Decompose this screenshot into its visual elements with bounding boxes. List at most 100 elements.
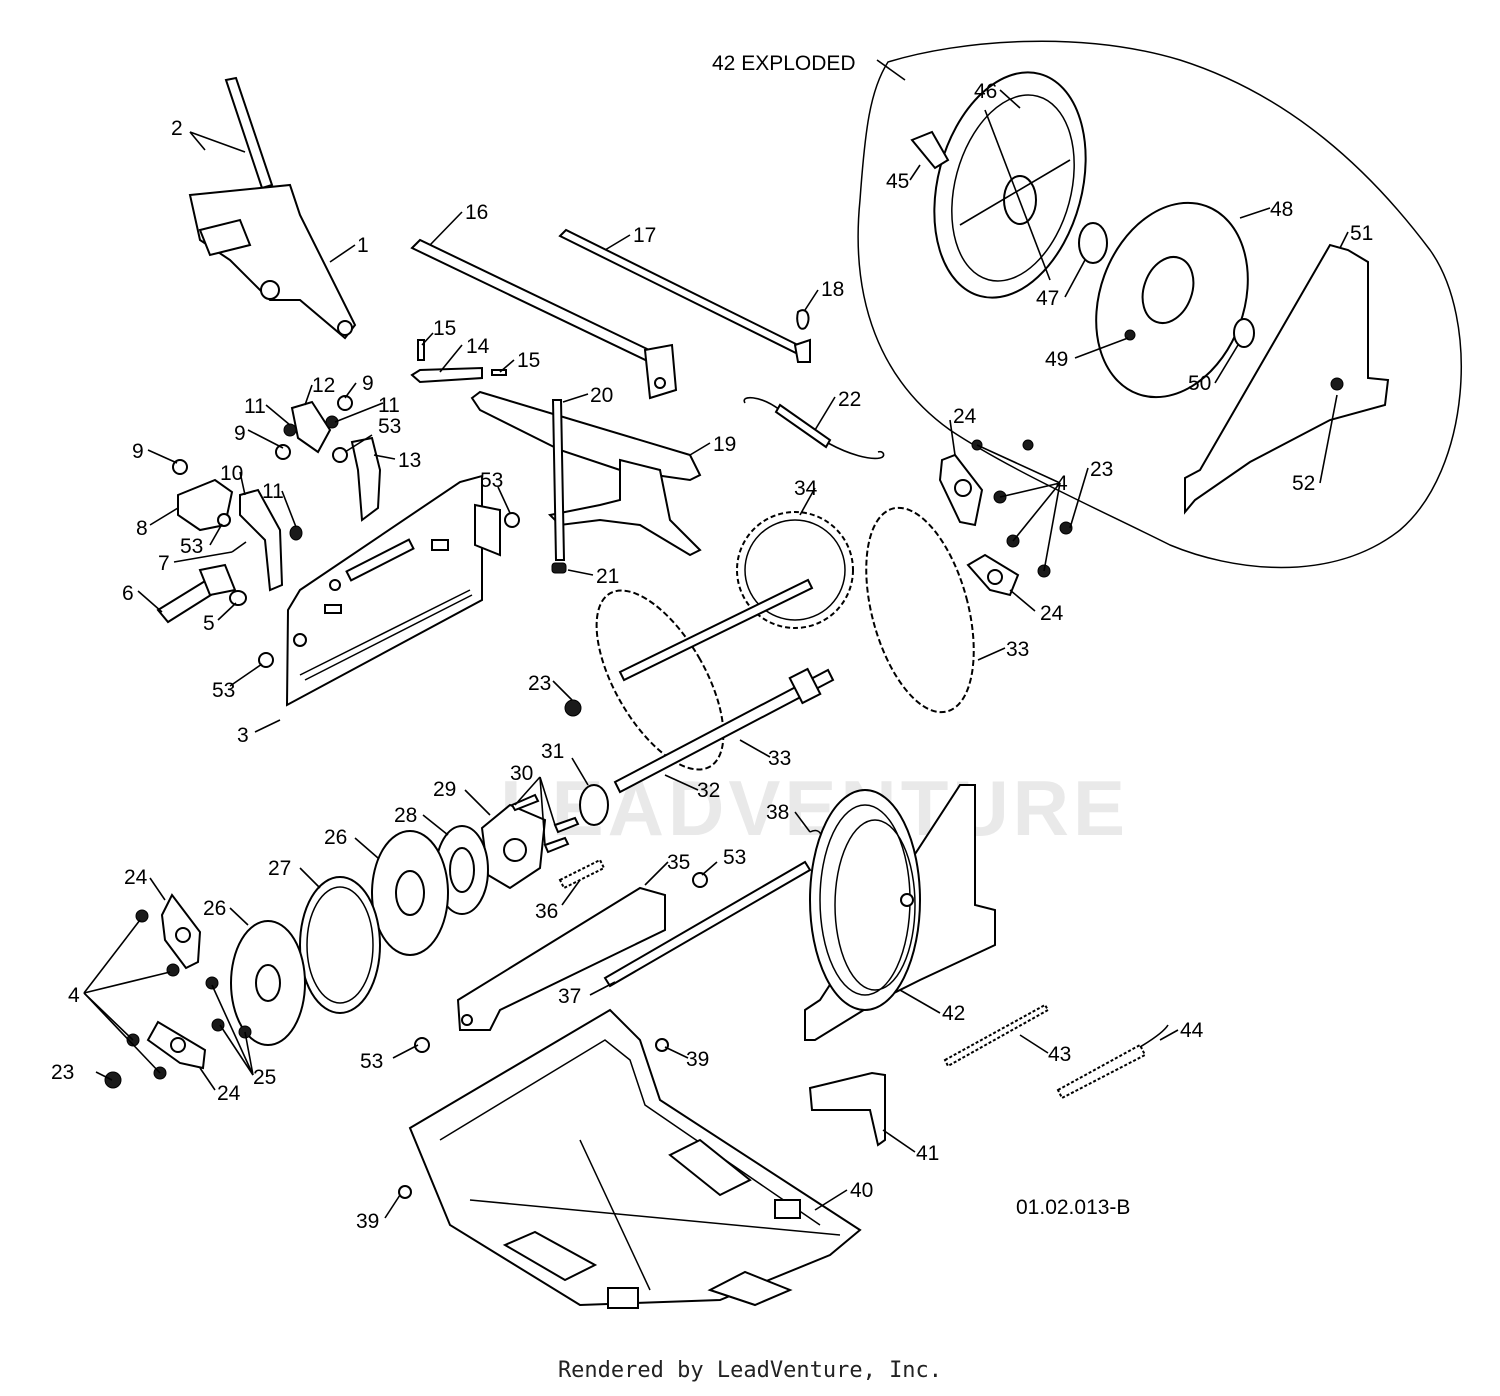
callout-53: 53	[378, 415, 401, 438]
callout-19: 19	[713, 433, 736, 456]
sprocket-34	[736, 511, 854, 629]
callout-40: 40	[850, 1179, 873, 1202]
drawing-id: 01.02.013-B	[1016, 1196, 1131, 1219]
pan-40	[408, 1008, 862, 1309]
callout-18: 18	[821, 278, 844, 301]
callout-37: 37	[558, 985, 581, 1008]
callout-14: 14	[466, 335, 490, 358]
bracket-35	[456, 886, 666, 1031]
plate-3	[285, 474, 501, 707]
callout-24: 24	[124, 866, 148, 889]
callout-24: 24	[217, 1082, 241, 1105]
clip-18	[796, 309, 810, 330]
callout-47: 47	[1036, 287, 1059, 310]
nut-11-c	[289, 525, 303, 541]
callout-38: 38	[766, 801, 789, 824]
bolt-30-b	[553, 816, 580, 834]
rod-17	[558, 228, 811, 363]
washer-5	[229, 590, 247, 606]
callout-53: 53	[723, 846, 746, 869]
ring-31	[579, 784, 609, 826]
bolt-9-b	[275, 444, 291, 460]
spring-22	[743, 396, 885, 460]
nut-52	[1330, 377, 1344, 391]
callout-7: 7	[158, 552, 170, 575]
control-bracket	[188, 76, 357, 340]
bracket-41	[808, 1071, 886, 1147]
callout-9: 9	[132, 440, 144, 463]
callout-50: 50	[1188, 372, 1211, 395]
callout-43: 43	[1048, 1043, 1071, 1066]
callout-33: 33	[1006, 638, 1029, 661]
callout-51: 51	[1350, 222, 1373, 245]
shaft-20	[551, 399, 566, 561]
bolt-53-e	[692, 872, 708, 888]
rod-37	[603, 860, 812, 988]
bracket-13	[350, 436, 382, 522]
callout-22: 22	[838, 388, 861, 411]
bolt-53-c	[504, 512, 520, 528]
callout-26: 26	[203, 897, 226, 920]
callout-9: 9	[234, 422, 246, 445]
callout-13: 13	[398, 449, 421, 472]
bearing-47	[1078, 222, 1108, 264]
callout-2: 2	[171, 117, 183, 140]
callout-28: 28	[394, 804, 417, 827]
callout-23: 23	[528, 672, 551, 695]
chain-33-right	[865, 506, 975, 714]
bushing-6	[198, 563, 237, 597]
callout-32: 32	[697, 779, 720, 802]
callout-4: 4	[1056, 472, 1068, 495]
bolt-30-c	[543, 836, 570, 854]
callout-34: 34	[794, 477, 818, 500]
callout-29: 29	[433, 778, 456, 801]
callout-24: 24	[1040, 602, 1064, 625]
callout-41: 41	[916, 1142, 939, 1165]
callout-labels: 42 EXPLODED 1 2 3 4 4 5 6 7 8 9 9 9 10 1…	[51, 52, 1373, 1233]
callout-5: 5	[203, 612, 215, 635]
nut-11-b	[325, 415, 339, 429]
callout-39: 39	[686, 1048, 709, 1071]
spring-43	[943, 1003, 1050, 1068]
bolt-53-f	[414, 1037, 430, 1053]
callout-16: 16	[465, 201, 488, 224]
callout-53: 53	[212, 679, 235, 702]
bolt-53-b	[217, 513, 231, 527]
callout-49: 49	[1045, 348, 1068, 371]
callout-11: 11	[262, 480, 284, 503]
callout-27: 27	[268, 857, 291, 880]
bolt-9-a	[337, 395, 353, 411]
callout-8: 8	[136, 517, 148, 540]
nut-23-mid	[564, 699, 582, 717]
pulley-assembly-42	[804, 784, 996, 1041]
screw-39-a	[655, 1038, 669, 1052]
callout-33: 33	[768, 747, 791, 770]
callout-53: 53	[480, 469, 503, 492]
callout-23: 23	[51, 1061, 74, 1084]
callout-21: 21	[596, 565, 619, 588]
axle-upper	[618, 578, 814, 682]
callout-4: 4	[68, 984, 80, 1007]
callout-53: 53	[180, 535, 203, 558]
callout-20: 20	[590, 384, 613, 407]
axle-32	[613, 668, 835, 794]
callout-10: 10	[220, 462, 243, 485]
callout-17: 17	[633, 224, 656, 247]
callout-15: 15	[433, 317, 456, 340]
callout-45: 45	[886, 170, 909, 193]
arm-19	[470, 390, 702, 557]
ring-27	[299, 876, 381, 1014]
callout-25: 25	[253, 1066, 276, 1089]
rod-14	[410, 366, 483, 384]
callout-53: 53	[360, 1050, 383, 1073]
callout-24: 24	[953, 405, 977, 428]
bolt-53-d	[258, 652, 274, 668]
callout-11: 11	[244, 395, 266, 418]
callout-31: 31	[541, 740, 564, 763]
chain-33-left	[595, 589, 725, 771]
callout-11: 11	[378, 394, 400, 417]
callout-9: 9	[362, 372, 374, 395]
pin-15-left	[417, 339, 425, 361]
callout-48: 48	[1270, 198, 1293, 221]
